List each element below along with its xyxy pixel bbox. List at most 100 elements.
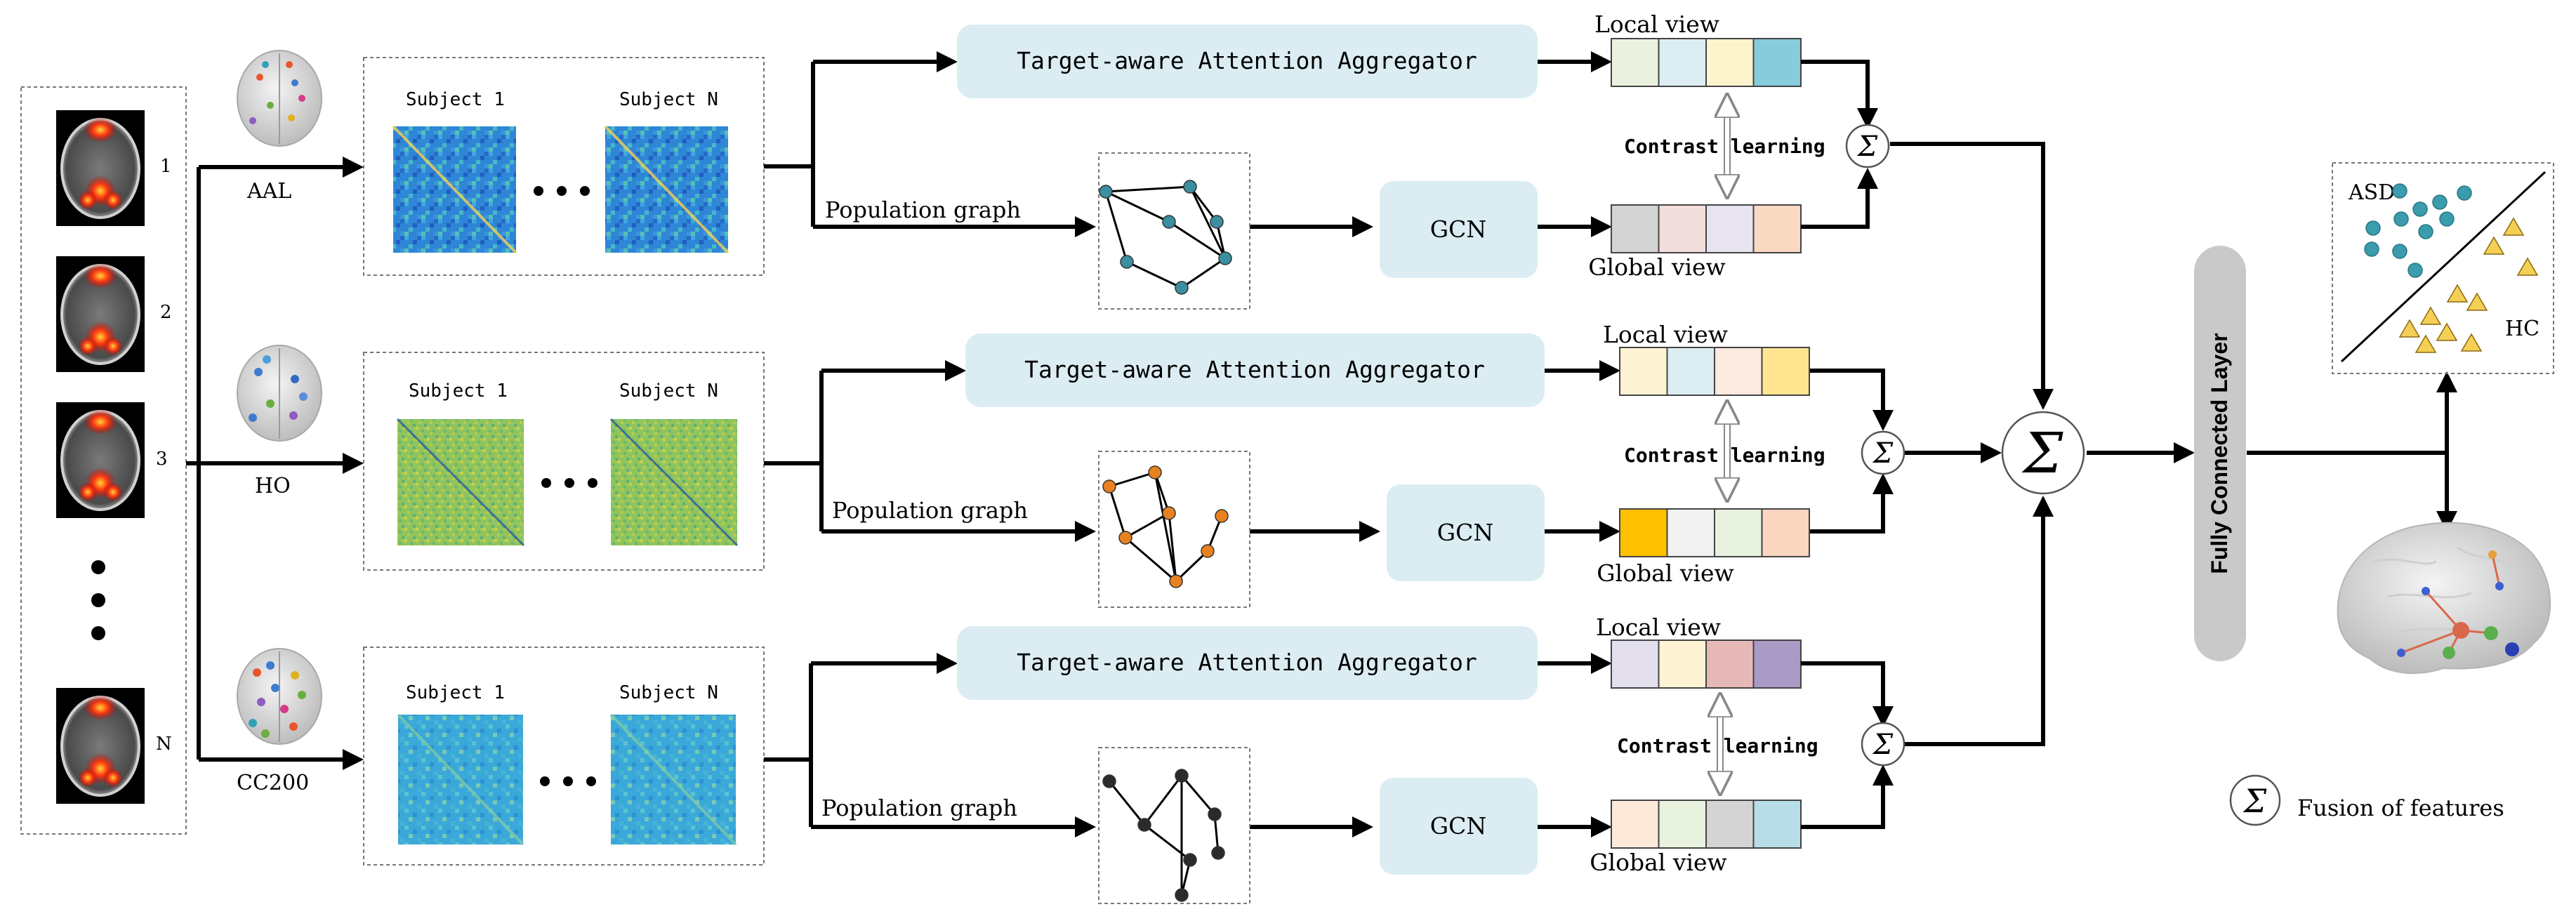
- atlas-branch-arrows: [186, 157, 364, 770]
- matrix-label-aal-subject-n: Subject N: [619, 89, 718, 110]
- subjects-panel: [20, 86, 187, 835]
- subject-scan-1: [56, 110, 145, 226]
- population-graph-node: [1201, 544, 1215, 558]
- matrix-panel-cc200: [363, 647, 765, 866]
- fusion-symbol-aal: Σ: [1856, 131, 1878, 163]
- population-graph-edge: [1143, 775, 1183, 826]
- population-graph-node: [1208, 807, 1222, 821]
- asd-point: [2407, 263, 2423, 278]
- connectivity-matrix-ho-1: [396, 418, 525, 547]
- legend-label: Fusion of features: [2297, 795, 2504, 821]
- fusion-node-global: Σ: [2001, 411, 2085, 495]
- subject-label-3: 3: [156, 449, 168, 470]
- ellipsis-vertical: [91, 560, 105, 640]
- population-graph-edge: [1105, 190, 1170, 223]
- local-view-cell: [1611, 640, 1660, 689]
- global-view-label-cc200: Global view: [1590, 849, 1727, 876]
- hc-point: [2436, 322, 2458, 341]
- asd-point-cluster: [2364, 183, 2472, 278]
- branch-arrows-row1: [764, 51, 1612, 237]
- connectivity-matrix-cc200-1: [397, 713, 524, 846]
- population-graph-node: [1099, 185, 1113, 199]
- fc-layer-bar: [2194, 246, 2246, 661]
- local-view-cell: [1705, 640, 1755, 689]
- ellipsis-horizontal-aal: [534, 186, 590, 196]
- local-view-cell: [1752, 640, 1802, 689]
- asd-point: [2418, 224, 2433, 239]
- asd-point: [2392, 183, 2407, 199]
- population-graph-node: [1218, 251, 1232, 265]
- attention-label-cc200: Target-aware Attention Aggregator: [1017, 649, 1477, 676]
- global-view-cell: [1619, 508, 1668, 557]
- population-graph-node: [1102, 774, 1116, 788]
- population-label-aal: Population graph: [825, 197, 1021, 223]
- population-graph-node: [1102, 479, 1116, 493]
- hc-point: [2415, 334, 2437, 353]
- global-view-vector-cc200: [1611, 800, 1802, 849]
- local-view-cell: [1666, 347, 1715, 396]
- global-view-cell: [1611, 800, 1660, 849]
- hc-point: [2516, 257, 2539, 276]
- subject-label-n: N: [156, 734, 172, 755]
- asd-point: [2412, 201, 2428, 217]
- contrast-label-ho: Contrast learning: [1624, 444, 1825, 467]
- population-graph-node: [1175, 281, 1189, 295]
- population-graph-node: [1148, 465, 1162, 479]
- branch-arrows-row3: [764, 653, 1612, 837]
- population-graph-cc200: [1098, 747, 1250, 904]
- fusion-symbol-cc200: Σ: [1872, 729, 1894, 761]
- classification-panel: [2332, 162, 2554, 374]
- legend-fusion: Σ: [2229, 774, 2281, 826]
- population-graph-node: [1183, 180, 1197, 194]
- population-graph-node: [1137, 818, 1151, 832]
- hc-point: [2398, 319, 2421, 338]
- population-graph-node: [1162, 506, 1176, 520]
- fusion-symbol-global: Σ: [2021, 420, 2063, 486]
- population-graph-edge: [1175, 550, 1209, 583]
- population-graph-edge: [1168, 220, 1226, 260]
- global-view-cell: [1752, 204, 1802, 253]
- global-view-cell: [1761, 508, 1810, 557]
- hc-point: [2460, 333, 2483, 352]
- fusion-symbol-ho: Σ: [1872, 437, 1894, 470]
- local-view-cell: [1611, 38, 1660, 87]
- attention-aggregator-ho: [965, 333, 1545, 407]
- ellipsis-horizontal-ho: [541, 478, 597, 488]
- attention-aggregator-cc200: [957, 626, 1538, 700]
- population-graph-edge: [1125, 536, 1177, 583]
- fusion-node-cc200: Σ: [1861, 722, 1905, 767]
- connectivity-matrix-cc200-n: [609, 713, 737, 846]
- population-graph-node: [1175, 769, 1189, 783]
- atlas-brain-ho: [237, 345, 322, 442]
- population-graph-node: [1175, 888, 1189, 902]
- subject-scan-3: [56, 402, 145, 518]
- population-graph-node: [1183, 853, 1197, 867]
- population-graph-edge: [1144, 823, 1191, 861]
- global-view-cell: [1658, 204, 1707, 253]
- subject-scan-n: [56, 688, 145, 804]
- legend-symbol: Σ: [2243, 782, 2267, 820]
- fc-layer-label: Fully Connected Layer: [2207, 333, 2232, 574]
- matrix-label-cc200-subject-1: Subject 1: [406, 682, 505, 703]
- hc-point: [2483, 236, 2505, 255]
- hc-point: [2466, 292, 2488, 311]
- fusion-arrows: [1801, 60, 2457, 829]
- population-graph-node: [1210, 215, 1224, 229]
- population-graph-edge: [1108, 781, 1146, 826]
- population-graph-edge: [1181, 257, 1226, 289]
- local-view-cell: [1619, 347, 1668, 396]
- global-view-label-ho: Global view: [1597, 559, 1734, 587]
- population-graph-node: [1211, 846, 1225, 860]
- class-label-asd: ASD: [2348, 180, 2395, 205]
- gcn-label-ho: GCN: [1437, 519, 1494, 546]
- local-view-label-aal: Local view: [1594, 11, 1719, 38]
- gcn-label-cc200: GCN: [1430, 812, 1487, 840]
- hc-point: [2502, 217, 2525, 236]
- local-view-cell: [1705, 38, 1755, 87]
- global-view-vector-ho: [1619, 508, 1810, 557]
- connectivity-matrix-aal-1: [392, 125, 517, 254]
- subject-label-2: 2: [160, 302, 172, 323]
- asd-point: [2432, 194, 2448, 210]
- attention-aggregator-aal: [957, 25, 1538, 98]
